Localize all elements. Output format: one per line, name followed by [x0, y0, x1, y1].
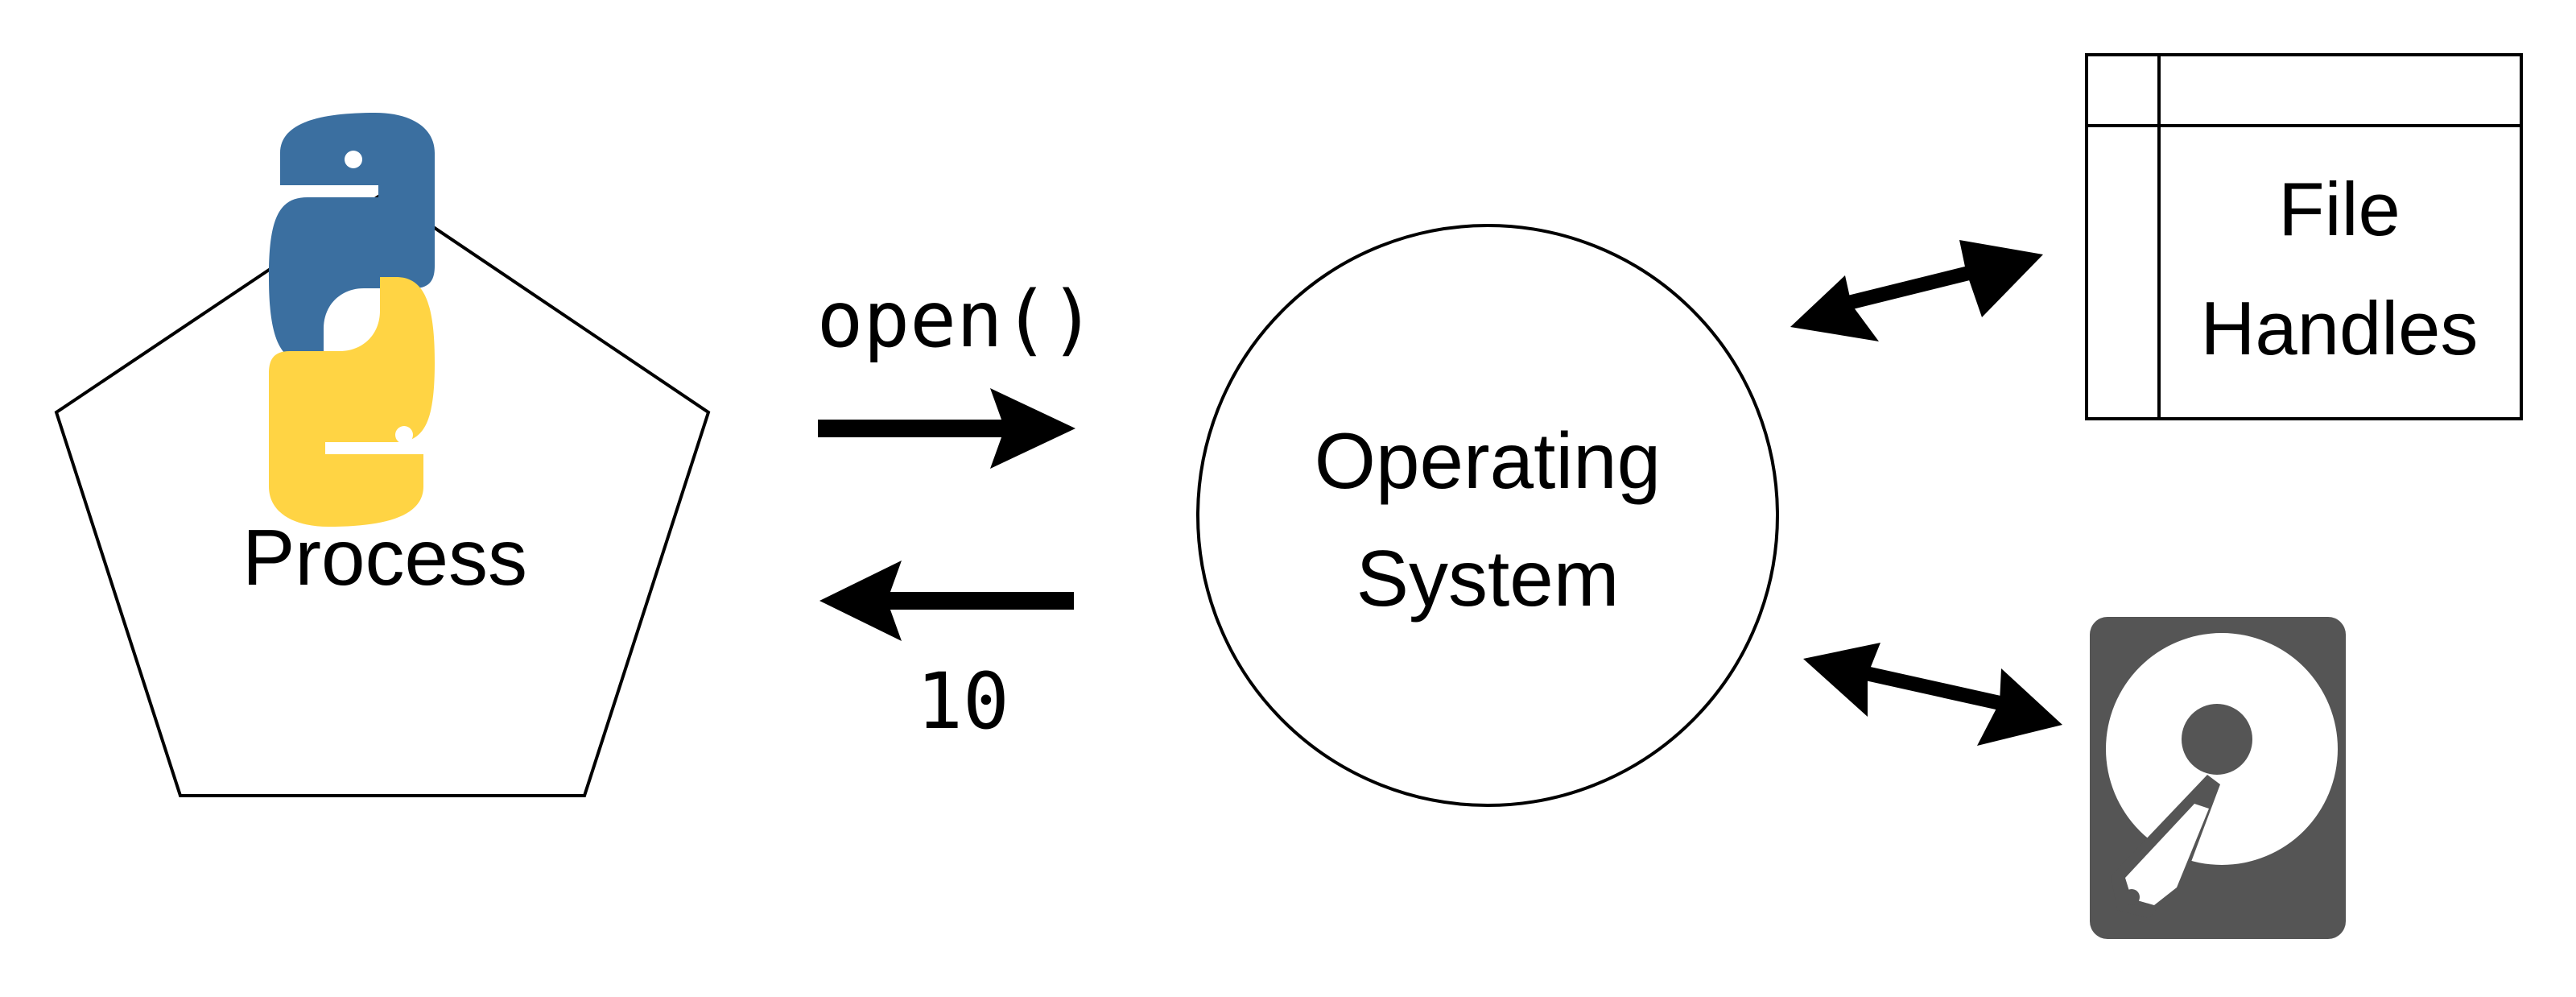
hard-disk-pivot [2124, 889, 2140, 905]
os-circle [1196, 224, 1779, 807]
request-arrow: open() [817, 275, 1096, 469]
return-arrow-head [819, 561, 902, 641]
os-file-handles-arrow-head-right [1959, 240, 2043, 317]
result-label: 10 [916, 656, 1009, 747]
hard-disk-icon [2090, 617, 2346, 939]
return-arrow: 10 [819, 561, 1074, 747]
os-file-handles-arrow [1790, 240, 2043, 341]
os-disk-arrow-shaft [1850, 663, 2013, 713]
os-label-line2: System [1356, 534, 1620, 623]
os-file-handles-arrow-shaft [1823, 260, 1994, 316]
request-arrow-head [990, 388, 1075, 469]
call-label: open() [817, 275, 1096, 365]
file-handles-label-line1: File [2278, 167, 2400, 251]
os-disk-arrow-head-right [1977, 668, 2062, 746]
os-node: Operating System [1196, 224, 1779, 807]
hard-disk-actuator-arm [2125, 804, 2209, 905]
python-logo-eye-bottom [395, 426, 413, 444]
os-disk-arrow [1803, 643, 2062, 746]
os-disk-arrow-head-left [1803, 643, 1880, 717]
python-logo-eye-top [345, 151, 362, 168]
os-label-line1: Operating [1315, 416, 1661, 505]
process-node: Process [54, 113, 711, 797]
process-label: Process [242, 513, 527, 602]
file-handles-label-line2: Handles [2201, 286, 2479, 370]
os-file-handles-arrow-head-left [1790, 275, 1879, 341]
file-handles-node: File Handles [2085, 53, 2523, 420]
hard-disk-spindle [2182, 704, 2252, 775]
python-logo-icon [269, 113, 435, 527]
